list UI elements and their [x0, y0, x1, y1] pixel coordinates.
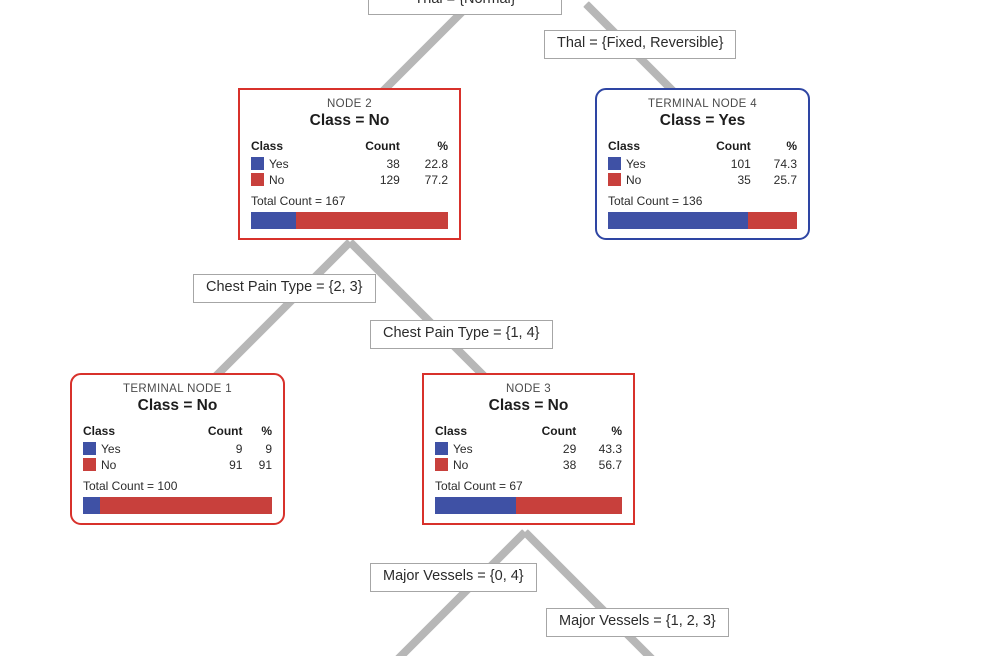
row-count: 29: [562, 442, 577, 456]
swatch-yes-icon: [435, 442, 448, 455]
distribution-bar-no-segment: [748, 212, 797, 229]
node-class-line: Class = No: [137, 397, 218, 414]
distribution-bar: [83, 497, 272, 514]
swatch-no-icon: [83, 458, 96, 471]
node-terminal-node-4[interactable]: TERMINAL NODE 4 Class = Yes Class Count …: [595, 88, 810, 240]
row-pct: 43.3: [598, 442, 622, 456]
distribution-bar: [251, 212, 448, 229]
row-count: 35: [737, 173, 751, 187]
row-label: No: [101, 458, 117, 472]
distribution-bar-yes-segment: [608, 212, 749, 229]
edge-label-major-vessels-1-2-3[interactable]: Major Vessels = {1, 2, 3}: [546, 608, 729, 637]
node-title: TERMINAL NODE 4: [648, 98, 757, 110]
row-count: 9: [235, 442, 243, 456]
row-label: Yes: [453, 442, 473, 456]
distribution-bar: [435, 497, 622, 514]
column-header-count: Count: [716, 139, 751, 153]
row-label: Yes: [101, 442, 121, 456]
edge-line-node3-right: [522, 529, 656, 656]
column-header-pct: %: [786, 139, 797, 153]
row-pct: 22.8: [424, 157, 448, 171]
node-terminal-node-1[interactable]: TERMINAL NODE 1 Class = No Class Count %…: [70, 373, 285, 525]
edge-label-thal-normal[interactable]: Thal = {Normal}: [368, 0, 562, 15]
table-header-row: Class Count %: [435, 424, 622, 441]
row-pct: 25.7: [773, 173, 797, 187]
swatch-yes-icon: [608, 157, 621, 170]
total-count-text: Total Count = 136: [608, 194, 703, 208]
node-title: NODE 3: [506, 383, 551, 395]
table-row: No 91 91: [83, 457, 272, 473]
edge-line-node2-right: [347, 239, 498, 390]
node-title: TERMINAL NODE 1: [123, 383, 232, 395]
column-header-class: Class: [435, 424, 468, 438]
swatch-yes-icon: [83, 442, 96, 455]
column-header-pct: %: [437, 139, 448, 153]
node-class-line: Class = No: [488, 397, 569, 414]
column-header-count: Count: [365, 139, 400, 153]
row-count: 101: [730, 157, 751, 171]
node-stats-table: Class Count % Yes 38 22.8 No 129 77.2: [251, 139, 448, 188]
edge-label-chest-pain-2-3[interactable]: Chest Pain Type = {2, 3}: [193, 274, 376, 303]
row-label: No: [453, 458, 469, 472]
swatch-yes-icon: [251, 157, 264, 170]
column-header-count: Count: [541, 424, 577, 438]
node-class-line: Class = Yes: [659, 112, 746, 129]
total-count-text: Total Count = 100: [83, 479, 178, 493]
table-header-row: Class Count %: [608, 139, 797, 156]
column-header-class: Class: [83, 424, 116, 438]
distribution-bar-no-segment: [100, 497, 272, 514]
column-header-pct: %: [611, 424, 622, 438]
node-node-3[interactable]: NODE 3 Class = No Class Count % Yes 29 4…: [422, 373, 635, 525]
row-count: 38: [386, 157, 400, 171]
column-header-class: Class: [251, 139, 284, 153]
row-count: 91: [229, 458, 243, 472]
distribution-bar-yes-segment: [251, 212, 296, 229]
row-count: 38: [562, 458, 577, 472]
node-stats-table: Class Count % Yes 101 74.3 No 35 25.7: [608, 139, 797, 188]
distribution-bar-yes-segment: [83, 497, 100, 514]
edge-line-node2-left: [198, 239, 353, 394]
table-row: Yes 38 22.8: [251, 156, 448, 172]
node-title: NODE 2: [327, 98, 372, 110]
column-header-pct: %: [261, 424, 272, 438]
table-row: No 129 77.2: [251, 172, 448, 188]
node-class-line: Class = No: [309, 112, 390, 129]
table-row: Yes 9 9: [83, 441, 272, 457]
row-pct: 9: [265, 442, 272, 456]
column-header-class: Class: [608, 139, 641, 153]
table-row: Yes 29 43.3: [435, 441, 622, 457]
table-row: No 38 56.7: [435, 457, 622, 473]
edge-label-chest-pain-1-4[interactable]: Chest Pain Type = {1, 4}: [370, 320, 553, 349]
total-count-text: Total Count = 167: [251, 194, 346, 208]
total-count-text: Total Count = 67: [435, 479, 523, 493]
node-stats-table: Class Count % Yes 29 43.3 No 38 56.7: [435, 424, 622, 473]
swatch-no-icon: [608, 173, 621, 186]
distribution-bar-no-segment: [295, 212, 448, 229]
edge-label-thal-fixed-reversible[interactable]: Thal = {Fixed, Reversible}: [544, 30, 737, 59]
table-header-row: Class Count %: [251, 139, 448, 156]
row-count: 129: [379, 173, 400, 187]
row-label: No: [626, 173, 642, 187]
swatch-no-icon: [251, 173, 264, 186]
row-pct: 91: [258, 458, 272, 472]
table-header-row: Class Count %: [83, 424, 272, 441]
row-label: Yes: [269, 157, 289, 171]
distribution-bar-no-segment: [515, 497, 622, 514]
table-row: Yes 101 74.3: [608, 156, 797, 172]
column-header-count: Count: [207, 424, 243, 438]
row-pct: 77.2: [424, 173, 448, 187]
node-stats-table: Class Count % Yes 9 9 No 91 91: [83, 424, 272, 473]
edge-line-node3-left: [394, 529, 528, 656]
edge-label-major-vessels-0-4[interactable]: Major Vessels = {0, 4}: [370, 563, 537, 592]
distribution-bar: [608, 212, 797, 229]
row-label: Yes: [626, 157, 646, 171]
row-pct: 74.3: [773, 157, 797, 171]
swatch-no-icon: [435, 458, 448, 471]
row-label: No: [269, 173, 285, 187]
node-node-2[interactable]: NODE 2 Class = No Class Count % Yes 38 2…: [238, 88, 461, 240]
table-row: No 35 25.7: [608, 172, 797, 188]
distribution-bar-yes-segment: [435, 497, 516, 514]
row-pct: 56.7: [598, 458, 622, 472]
